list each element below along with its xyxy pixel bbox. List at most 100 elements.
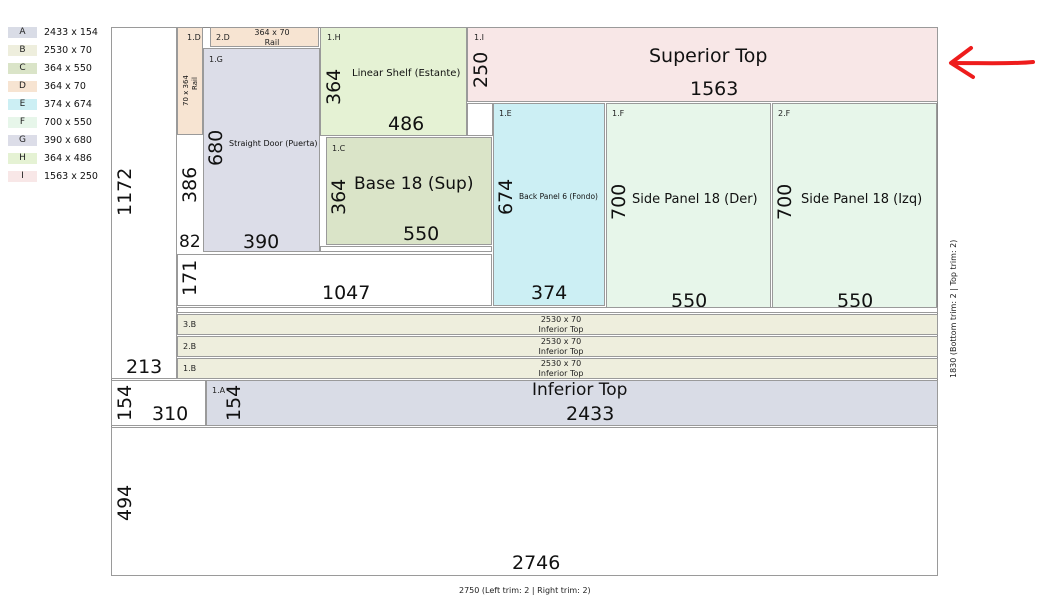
piece-1c-tag: 1.C: [332, 144, 346, 153]
waste-left: [111, 27, 177, 379]
piece-2f[interactable]: [772, 103, 937, 313]
legend-size: 2433 x 154: [44, 27, 98, 38]
piece-2d[interactable]: [210, 27, 319, 47]
piece-1h-tag: 1.H: [327, 33, 341, 42]
waste-bottom-width: 2746: [512, 552, 561, 574]
piece-1a-tag: 1.A: [212, 386, 226, 395]
legend-swatch: C: [8, 63, 37, 74]
waste-strip: [177, 254, 492, 306]
legend-swatch: E: [8, 99, 37, 110]
piece-2b-tag: 2.B: [183, 342, 197, 351]
piece-1f[interactable]: [606, 103, 771, 313]
piece-1g-width: 390: [243, 231, 280, 253]
waste-bottom-height: 494: [114, 484, 136, 521]
legend-row-c: C 364 x 550: [8, 62, 108, 80]
piece-1b-tag: 1.B: [183, 364, 197, 373]
piece-2f-tag: 2.F: [778, 109, 791, 118]
waste-left-width: 213: [126, 356, 163, 378]
legend-size: 1563 x 250: [44, 171, 98, 182]
piece-2f-name: Side Panel 18 (Izq): [801, 192, 923, 207]
legend-row-h: H 364 x 486: [8, 152, 108, 170]
piece-1g-name: Straight Door (Puerta): [229, 139, 318, 148]
legend-row-a: A 2433 x 154: [8, 26, 108, 44]
piece-1i-tag: 1.I: [474, 33, 484, 42]
legend-size: 700 x 550: [44, 117, 92, 128]
piece-1f-width: 550: [671, 290, 708, 312]
piece-2b[interactable]: [177, 336, 938, 357]
waste-corner-width: 310: [152, 403, 189, 425]
piece-2d-name: Rail: [264, 38, 280, 47]
piece-1e-name: Back Panel 6 (Fondo): [519, 192, 598, 201]
piece-1e[interactable]: [493, 103, 605, 306]
piece-1g[interactable]: [203, 48, 320, 252]
piece-3b[interactable]: [177, 314, 938, 335]
waste-mid-height: 386: [179, 166, 201, 203]
legend-swatch: D: [8, 81, 37, 92]
legend-row-b: B 2530 x 70: [8, 44, 108, 62]
legend-swatch: B: [8, 45, 37, 56]
legend: A 2433 x 154 B 2530 x 70 C 364 x 550 D 364 x…: [8, 26, 108, 188]
piece-3b-name: Inferior Top: [538, 325, 584, 334]
piece-1h[interactable]: [320, 27, 467, 136]
piece-1b-dims: 2530 x 70: [540, 359, 582, 368]
piece-1c[interactable]: [326, 137, 492, 245]
piece-1f-name: Side Panel 18 (Der): [632, 192, 758, 207]
waste-left-height: 1172: [114, 167, 136, 216]
piece-3b-dims: 2530 x 70: [540, 315, 582, 324]
piece-1e-width: 374: [531, 282, 568, 304]
piece-2d-dims: 364 x 70: [254, 28, 290, 37]
piece-1b[interactable]: [177, 358, 938, 379]
piece-1d-name: Rail: [191, 77, 199, 90]
piece-1a-width: 2433: [566, 403, 615, 425]
piece-1e-height: 674: [495, 178, 517, 215]
piece-1h-height: 364: [323, 68, 345, 105]
legend-row-f: F 700 x 550: [8, 116, 108, 134]
legend-swatch: G: [8, 135, 37, 146]
waste-sliver: [320, 246, 492, 252]
legend-swatch: I: [8, 171, 37, 182]
waste-gap: [467, 103, 493, 136]
piece-1a[interactable]: [206, 380, 938, 426]
piece-1d-tag: 1.D: [187, 33, 201, 42]
legend-swatch: H: [8, 153, 37, 164]
legend-size: 374 x 674: [44, 99, 92, 110]
piece-1g-height: 680: [205, 129, 227, 166]
piece-1a-height: 154: [223, 384, 245, 421]
piece-2f-height: 700: [774, 183, 796, 220]
waste-strip-thin: [177, 307, 938, 313]
legend-swatch: F: [8, 117, 37, 128]
piece-2f-width: 550: [837, 290, 874, 312]
legend-size: 390 x 680: [44, 135, 92, 146]
legend-row-e: E 374 x 674: [8, 98, 108, 116]
legend-size: 364 x 70: [44, 81, 86, 92]
legend-size: 364 x 550: [44, 63, 92, 74]
piece-1h-name: Linear Shelf (Estante): [352, 68, 461, 79]
piece-1i-width: 1563: [690, 78, 739, 100]
piece-1h-width: 486: [388, 113, 425, 135]
piece-1i[interactable]: [467, 27, 938, 102]
waste-bottom: [111, 427, 938, 576]
legend-row-i: I 1563 x 250: [8, 170, 108, 188]
piece-1d-dims: 70 x 364: [182, 75, 190, 106]
piece-1c-height: 364: [328, 178, 350, 215]
legend-size: 2530 x 70: [44, 45, 92, 56]
piece-3b-tag: 3.B: [183, 320, 197, 329]
red-arrow-icon: [949, 46, 1035, 79]
piece-1c-name: Base 18 (Sup): [354, 174, 474, 194]
legend-swatch: A: [8, 27, 37, 38]
piece-2b-dims: 2530 x 70: [540, 337, 582, 346]
waste-strip-width: 1047: [322, 282, 371, 304]
piece-1f-tag: 1.F: [612, 109, 625, 118]
legend-row-d: D 364 x 70: [8, 80, 108, 98]
piece-1f-height: 700: [608, 183, 630, 220]
piece-1i-height: 250: [470, 51, 492, 88]
piece-1d[interactable]: [177, 27, 203, 135]
piece-2d-tag: 2.D: [216, 33, 230, 42]
piece-1i-name: Superior Top: [649, 45, 768, 67]
waste-strip-height: 171: [179, 259, 201, 296]
legend-size: 364 x 486: [44, 153, 92, 164]
sheet-width-label: 2750 (Left trim: 2 | Right trim: 2): [459, 586, 591, 595]
piece-1e-tag: 1.E: [499, 109, 512, 118]
piece-1a-name: Inferior Top: [532, 380, 628, 400]
piece-2b-name: Inferior Top: [538, 347, 584, 356]
